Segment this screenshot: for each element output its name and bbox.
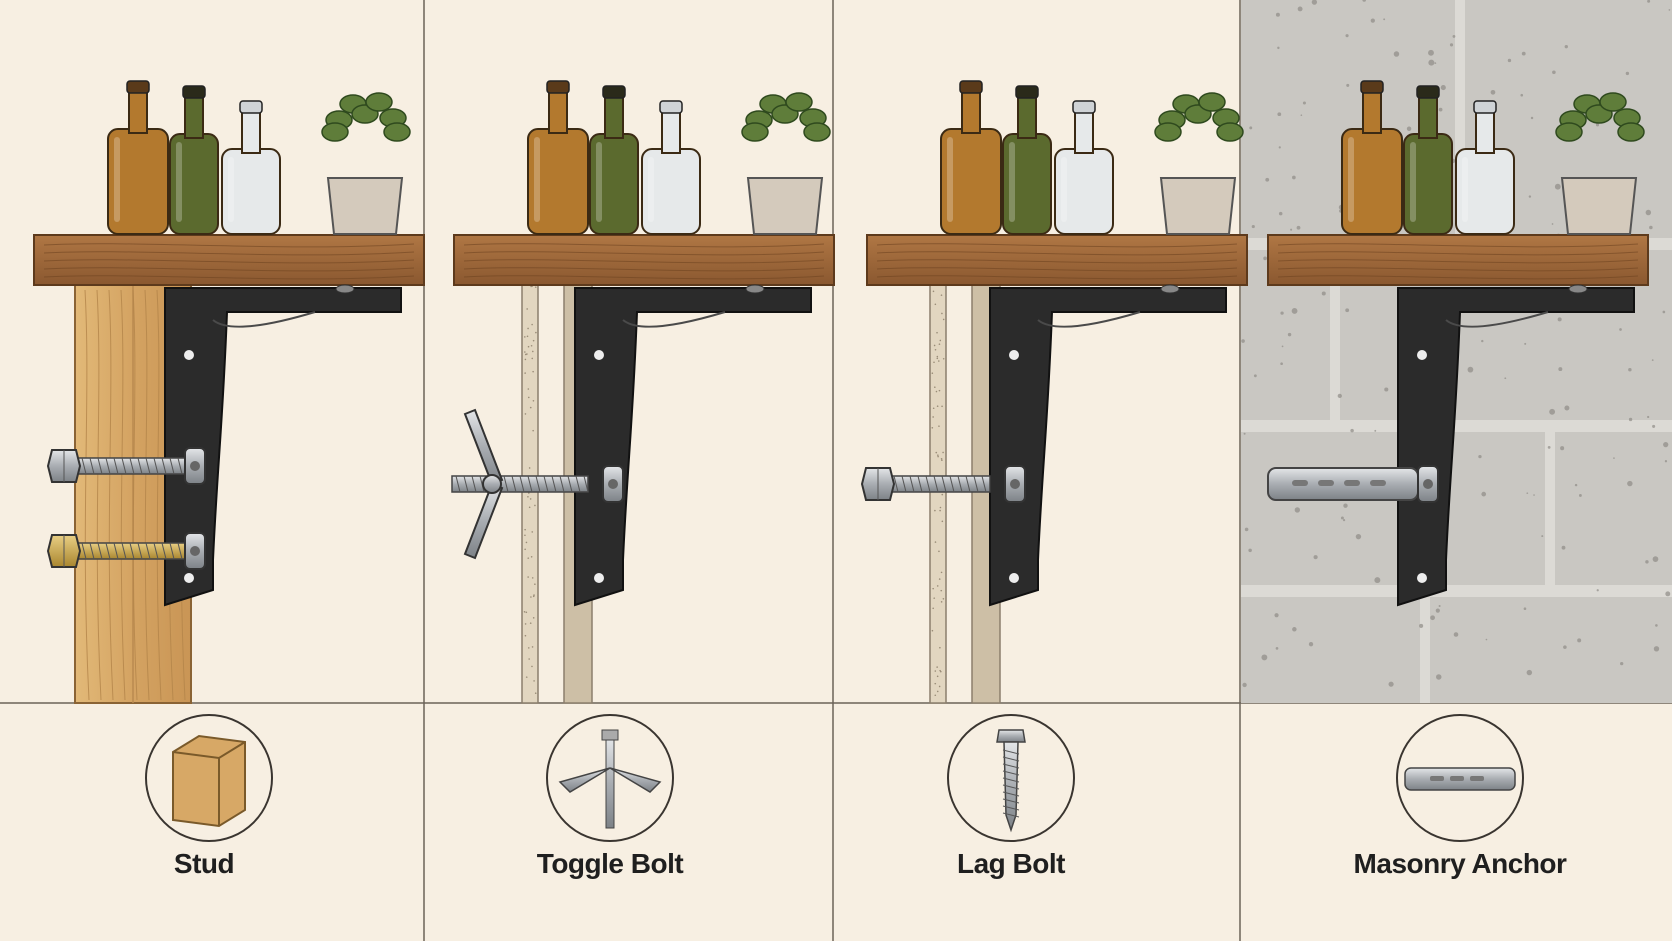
label-toggle-bolt: Toggle Bolt [536, 848, 684, 879]
green-bottle-icon [589, 85, 639, 235]
clear-bottle-icon [1455, 100, 1515, 235]
potted-plant-icon [321, 92, 411, 235]
bracket-masonry [1397, 287, 1635, 607]
wood-block-icon [145, 714, 273, 842]
green-bottle-icon [1403, 85, 1453, 235]
shelf-items-lag [940, 80, 1244, 235]
shelf-lag [866, 234, 1248, 294]
shelf-stud [33, 234, 425, 294]
stud-fasteners [46, 447, 206, 570]
clear-bottle-icon [221, 100, 281, 235]
potted-plant-icon [1154, 92, 1244, 235]
potted-plant-icon [741, 92, 831, 235]
label-lag-bolt: Lag Bolt [957, 848, 1066, 879]
amber-bottle-icon [107, 80, 169, 235]
amber-bottle-icon [940, 80, 1002, 235]
green-bottle-icon [1002, 85, 1052, 235]
lag-bolt-icon [947, 714, 1075, 842]
amber-bottle-icon [1341, 80, 1403, 235]
bracket-toggle [574, 287, 812, 607]
shelf-items-stud [107, 80, 411, 235]
shelf-items-toggle [527, 80, 831, 235]
shelf-items-masonry [1341, 80, 1645, 235]
clear-bottle-icon [641, 100, 701, 235]
shelf-toggle [453, 234, 835, 294]
masonry-anchor-icon [1396, 714, 1524, 842]
lag-bolt-fastener [860, 465, 1026, 503]
clear-bottle-icon [1054, 100, 1114, 235]
bracket-lag [989, 287, 1227, 607]
label-stud: Stud [173, 848, 235, 879]
label-masonry-anchor: Masonry Anchor [1353, 848, 1567, 879]
amber-bottle-icon [527, 80, 589, 235]
toggle-bolt-icon [546, 714, 674, 842]
sleeve-anchor-fastener [1267, 465, 1439, 503]
potted-plant-icon [1555, 92, 1645, 235]
toggle-bolt-fastener [451, 408, 624, 560]
shelf-masonry [1267, 234, 1649, 294]
bracket-stud [164, 287, 402, 607]
green-bottle-icon [169, 85, 219, 235]
